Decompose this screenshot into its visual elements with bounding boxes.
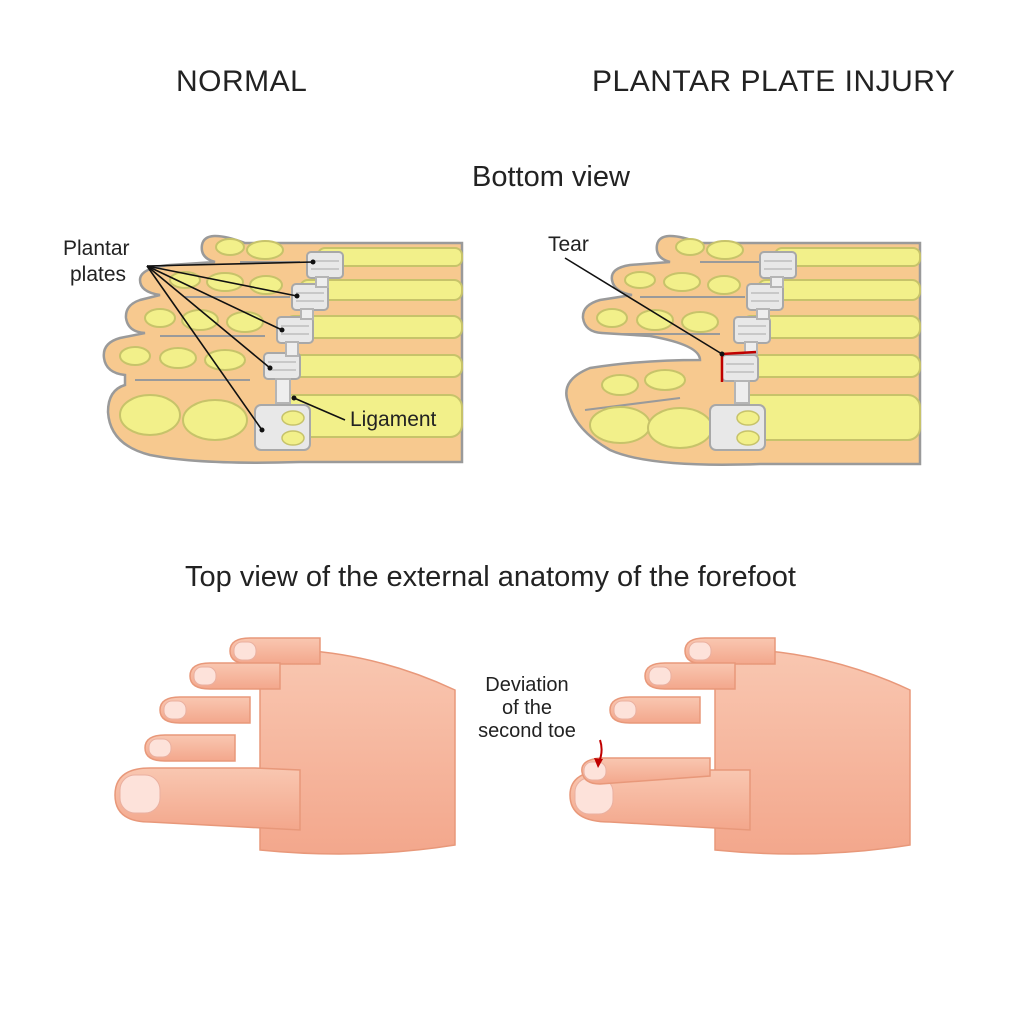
- injury-heading: PLANTAR PLATE INJURY: [592, 65, 956, 98]
- plantar-plates-label-line2: plates: [70, 263, 127, 286]
- tear-leader-line: [564, 257, 723, 355]
- injury-plantar-plate-4-torn: [721, 354, 759, 382]
- normal-heading: NORMAL: [176, 65, 308, 98]
- deviation-label: Deviation of the second toe: [478, 674, 576, 742]
- injury-plantar-plate-3: [733, 316, 771, 344]
- ligament-leader-line: [293, 397, 346, 421]
- normal-top-view-foot: [114, 637, 456, 855]
- injury-bottom-view-foot: [564, 234, 922, 466]
- tear-mark: [720, 350, 757, 382]
- injury-hallux-plate: [709, 404, 766, 451]
- normal-bottom-view-foot: [102, 234, 464, 464]
- top-view-heading: Top view of the external anatomy of the …: [185, 561, 796, 593]
- bottom-view-heading: Bottom view: [472, 161, 630, 193]
- injury-plantar-plate-1: [759, 251, 797, 279]
- ligament-label: Ligament: [350, 408, 437, 431]
- normal-hallux-plate: [254, 404, 311, 451]
- injury-top-view-foot: [569, 637, 911, 855]
- normal-plantar-plate-1: [306, 251, 344, 279]
- plantar-plates-leader-lines: [146, 261, 314, 431]
- deviated-second-toe: [581, 757, 711, 785]
- plantar-plates-label-line1: Plantar: [63, 237, 130, 260]
- tear-label: Tear: [548, 233, 589, 256]
